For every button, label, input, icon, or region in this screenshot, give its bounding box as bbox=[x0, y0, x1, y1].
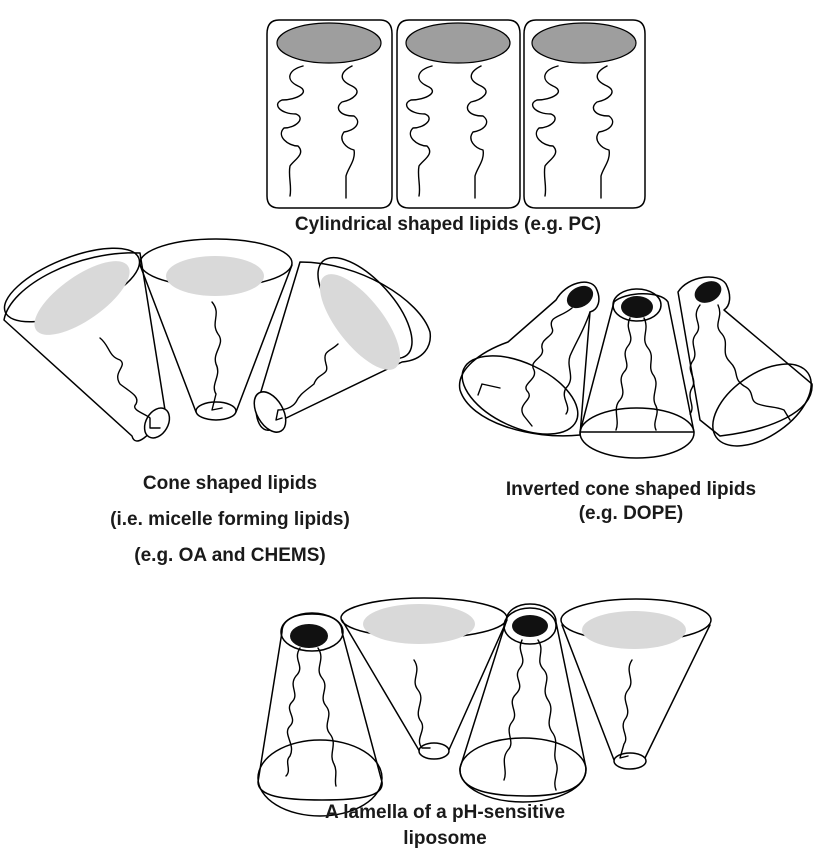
lamella-caption: A lamella of a pH-sensitive liposome bbox=[300, 800, 590, 852]
head-group bbox=[512, 615, 548, 637]
inverted-cone-lipid bbox=[258, 613, 382, 816]
caption-line: (i.e. micelle forming lipids) bbox=[80, 509, 380, 531]
head-group bbox=[532, 23, 636, 63]
inverted-cone-lipids-caption: Inverted cone shaped lipids (e.g. DOPE) bbox=[466, 478, 796, 526]
head-group bbox=[363, 604, 475, 644]
caption-line: Inverted cone shaped lipids bbox=[466, 478, 796, 502]
caption-line: liposome bbox=[300, 826, 590, 852]
inverted-cone-lipid bbox=[580, 289, 694, 458]
inverted-cone-lipid bbox=[678, 277, 816, 462]
caption-line: (e.g. OA and CHEMS) bbox=[80, 545, 380, 567]
inverted-cone-lipids-group bbox=[450, 277, 816, 462]
inverted-cone-lipid bbox=[450, 281, 599, 450]
head-group bbox=[563, 281, 597, 312]
cone-lipid bbox=[341, 598, 507, 759]
head-group bbox=[290, 624, 328, 648]
cone-lipid bbox=[561, 599, 711, 769]
cylindrical-lipid bbox=[397, 20, 520, 208]
head-group bbox=[166, 256, 264, 296]
caption-text: Cylindrical shaped lipids (e.g. PC) bbox=[295, 214, 601, 235]
head-group bbox=[24, 248, 141, 348]
cylindrical-lipid bbox=[267, 20, 392, 208]
head-group bbox=[406, 23, 510, 63]
cylindrical-lipids-group bbox=[267, 20, 645, 208]
cone-lipid bbox=[0, 233, 175, 442]
cone-lipids-group bbox=[0, 233, 430, 442]
caption-line: (e.g. DOPE) bbox=[466, 502, 796, 526]
cylindrical-lipids-caption: Cylindrical shaped lipids (e.g. PC) bbox=[0, 214, 816, 236]
lamella-group bbox=[258, 598, 711, 816]
head-group bbox=[621, 296, 653, 318]
cone-lipids-caption: Cone shaped lipids (i.e. micelle forming… bbox=[80, 473, 380, 567]
head-group bbox=[691, 277, 725, 307]
head-group bbox=[277, 23, 381, 63]
caption-line: Cone shaped lipids bbox=[80, 473, 380, 495]
cone-lipid bbox=[248, 242, 431, 437]
head-group bbox=[582, 611, 686, 649]
cylindrical-lipid bbox=[524, 20, 645, 208]
head-group bbox=[306, 262, 414, 382]
caption-line: A lamella of a pH-sensitive bbox=[300, 800, 590, 826]
